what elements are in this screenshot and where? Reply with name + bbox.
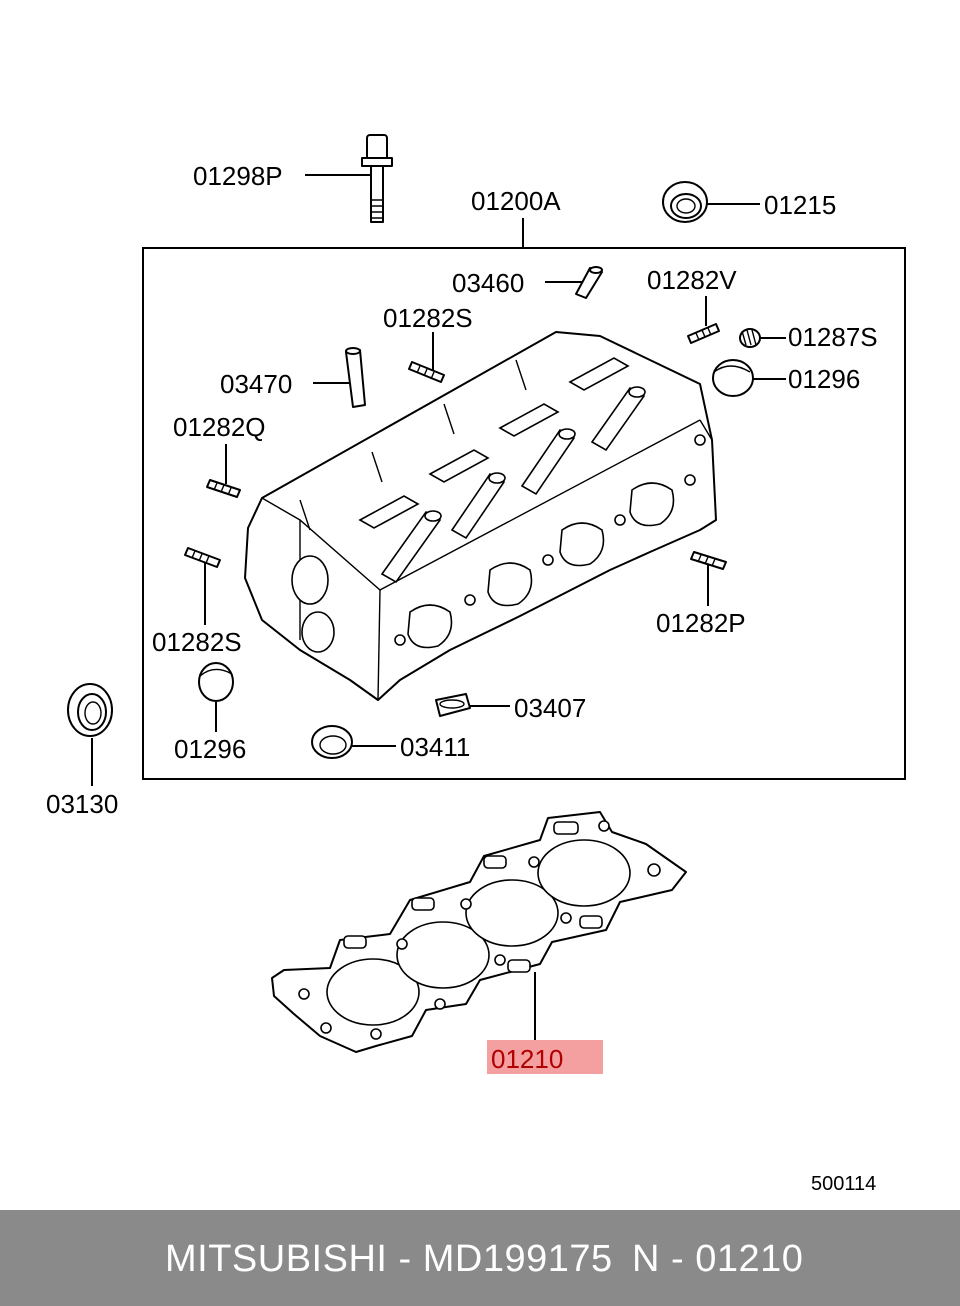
label-01287S: 01287S — [788, 322, 878, 352]
label-03411: 03411 — [400, 732, 470, 762]
label-01282V: 01282V — [647, 265, 737, 295]
seal-03130 — [67, 683, 113, 737]
diagram-id: 500114 — [811, 1173, 876, 1195]
seal-03407 — [435, 693, 471, 717]
label-01282S-top: 01282S — [383, 303, 473, 333]
stud-01282V — [687, 323, 720, 344]
cylinder-head — [244, 331, 717, 701]
footer-brand-part: MITSUBISHI - MD199175 — [165, 1238, 613, 1280]
label-01282S-left: 01282S — [152, 627, 242, 657]
head-gasket — [271, 811, 687, 1053]
cap-01296-bottom — [198, 662, 234, 702]
label-03407: 03407 — [514, 693, 586, 723]
cap-01296-right — [712, 359, 754, 397]
label-01210: 01210 — [491, 1044, 563, 1074]
seal-01215 — [662, 181, 708, 223]
highlight-box — [487, 1040, 603, 1074]
footer-ref: N - 01210 — [632, 1238, 804, 1280]
label-03460: 03460 — [452, 268, 524, 298]
seal-03411 — [311, 725, 353, 759]
stud-01282Q — [206, 479, 241, 498]
label-01215: 01215 — [764, 190, 836, 220]
label-01200A: 01200A — [471, 186, 561, 216]
plug-01287S — [739, 328, 761, 348]
stud-01282P — [690, 551, 727, 570]
bolt-01298P — [361, 134, 393, 223]
label-01282P: 01282P — [656, 608, 746, 638]
label-01296-bottom: 01296 — [174, 734, 246, 764]
stud-01282S-top — [408, 361, 445, 383]
label-01298P: 01298P — [193, 161, 283, 191]
label-01296-right: 01296 — [788, 364, 860, 394]
stud-01282S-left — [184, 547, 221, 568]
label-01282Q: 01282Q — [173, 412, 266, 442]
label-03130: 03130 — [46, 789, 118, 819]
pin-03460 — [575, 266, 603, 299]
parts-diagram: 01298P 01200A 01215 03460 01282V 01282S … — [46, 134, 906, 1195]
pin-03470 — [345, 347, 366, 408]
label-03470: 03470 — [220, 369, 292, 399]
footer-bar: MITSUBISHI - MD199175 N - 01210 — [0, 1210, 960, 1306]
